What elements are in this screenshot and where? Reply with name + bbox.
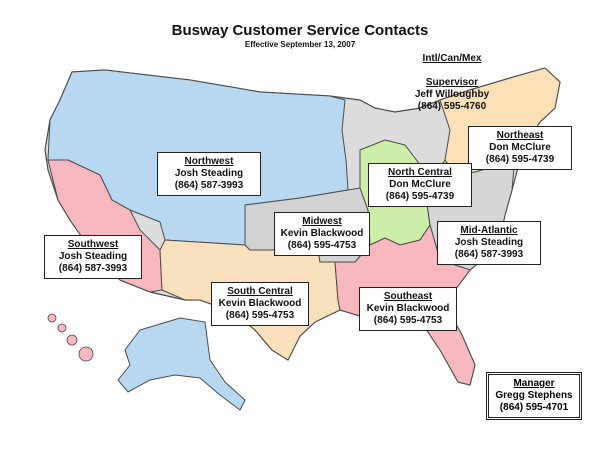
- south-central-phone: (864) 595-4753: [225, 310, 295, 321]
- southeast-phone: (864) 595-4753: [373, 315, 443, 326]
- intl-contact: Intl/Can/Mex Supervisor Jeff Willoughby …: [402, 53, 502, 113]
- northeast-phone: (864) 595-4739: [485, 154, 555, 165]
- page-title: Busway Customer Service Contacts: [171, 22, 429, 39]
- hawaii-island-1: [47, 313, 57, 323]
- northwest-contact-box: Northwest Josh Steading (864) 587-3993: [157, 152, 261, 196]
- midwest-contact-box: Midwest Kevin Blackwood (864) 595-4753: [274, 212, 370, 256]
- northeast-name: Don McClure: [489, 142, 551, 153]
- intl-phone: (864) 595-4760: [417, 101, 487, 112]
- mid-atlantic-name: Josh Steading: [454, 237, 524, 248]
- mid-atlantic-label: Mid-Atlantic: [460, 225, 518, 236]
- southwest-name: Josh Steading: [58, 251, 128, 262]
- south-central-label: South Central: [227, 286, 293, 297]
- northwest-label: Northwest: [184, 156, 234, 167]
- hawaii-island-4: [78, 346, 94, 362]
- northwest-name: Josh Steading: [174, 168, 244, 179]
- midwest-name: Kevin Blackwood: [280, 228, 364, 239]
- intl-role: Supervisor: [425, 77, 479, 88]
- midwest-label: Midwest: [302, 216, 342, 227]
- northwest-phone: (864) 587-3993: [174, 180, 244, 191]
- southwest-label: Southwest: [67, 239, 119, 250]
- mid-atlantic-phone: (864) 587-3993: [454, 249, 524, 260]
- north-central-name: Don McClure: [389, 179, 451, 190]
- northeast-contact-box: Northeast Don McClure (864) 595-4739: [468, 126, 572, 170]
- alaska: [117, 317, 246, 411]
- hawaii-island-2: [57, 323, 67, 333]
- intl-name: Jeff Willoughby: [414, 89, 490, 100]
- intl-region: Intl/Can/Mex: [422, 53, 482, 64]
- northeast-label: Northeast: [496, 130, 544, 141]
- mid-atlantic-contact-box: Mid-Atlantic Josh Steading (864) 587-399…: [437, 221, 541, 265]
- north-central-label: North Central: [388, 167, 452, 178]
- manager-phone: (864) 595-4701: [499, 402, 569, 413]
- north-central-contact-box: North Central Don McClure (864) 595-4739: [368, 163, 472, 207]
- manager-label: Manager: [513, 378, 555, 389]
- southwest-phone: (864) 587-3993: [58, 263, 128, 274]
- southwest-contact-box: Southwest Josh Steading (864) 587-3993: [44, 235, 142, 279]
- southeast-label: Southeast: [383, 291, 433, 302]
- southeast-name: Kevin Blackwood: [366, 303, 450, 314]
- manager-contact-box: Manager Gregg Stephens (864) 595-4701: [486, 372, 582, 420]
- manager-name: Gregg Stephens: [495, 390, 573, 401]
- page-subtitle: Effective September 13, 2007: [244, 40, 356, 49]
- north-central-phone: (864) 595-4739: [385, 191, 455, 202]
- southeast-contact-box: Southeast Kevin Blackwood (864) 595-4753: [359, 287, 457, 331]
- midwest-phone: (864) 595-4753: [287, 240, 357, 251]
- south-central-name: Kevin Blackwood: [218, 298, 302, 309]
- hawaii-island-3: [66, 334, 78, 346]
- south-central-contact-box: South Central Kevin Blackwood (864) 595-…: [211, 282, 309, 326]
